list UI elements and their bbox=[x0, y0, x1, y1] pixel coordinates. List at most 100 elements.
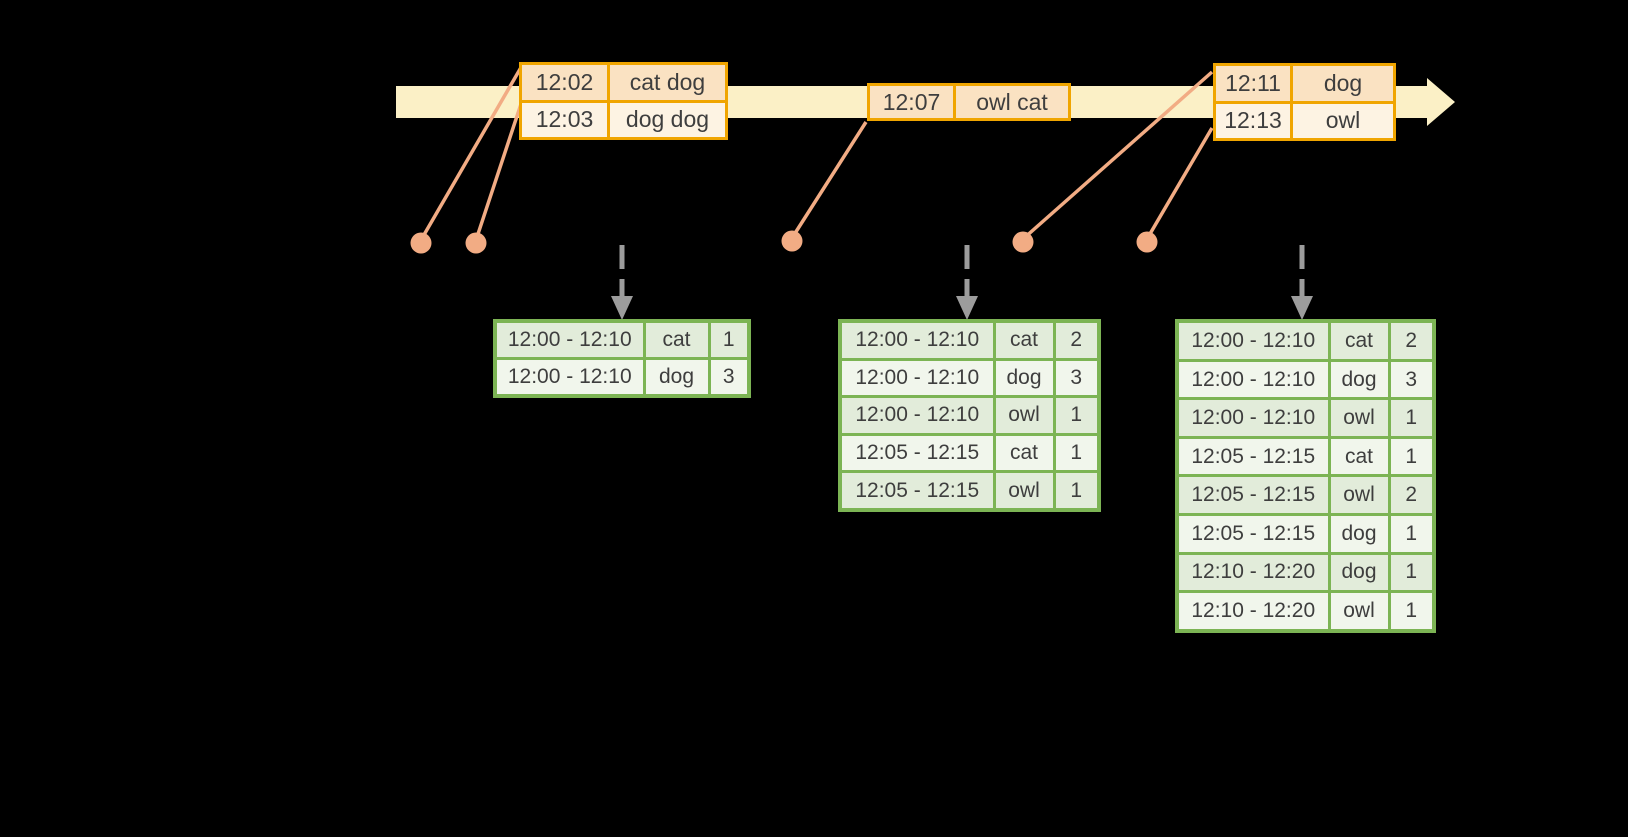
count-cell: 3 bbox=[1387, 358, 1436, 401]
word-cell: cat bbox=[642, 319, 711, 360]
event-time-cell: 12:03 bbox=[519, 99, 610, 140]
word-cell: dog bbox=[1327, 513, 1391, 555]
word-cell: cat bbox=[992, 319, 1056, 361]
count-cell: 1 bbox=[1387, 397, 1436, 439]
event-words-cell: owl bbox=[1290, 100, 1396, 141]
word-cell: dog bbox=[1327, 551, 1391, 594]
connector-line bbox=[1145, 127, 1214, 240]
event-dot bbox=[1136, 231, 1158, 253]
count-cell: 2 bbox=[1387, 319, 1436, 362]
event-dots bbox=[410, 230, 1158, 254]
count-cell: 1 bbox=[1052, 470, 1101, 512]
window-range-cell: 12:00 - 12:10 bbox=[838, 357, 996, 399]
connector-lines bbox=[419, 63, 1214, 241]
trigger-arrows bbox=[619, 245, 1305, 298]
window-range-cell: 12:00 - 12:10 bbox=[1175, 319, 1331, 362]
window-range-cell: 12:00 - 12:10 bbox=[493, 319, 646, 360]
word-cell: owl bbox=[992, 470, 1056, 512]
count-cell: 1 bbox=[1387, 551, 1436, 594]
count-cell: 2 bbox=[1387, 474, 1436, 517]
window-range-cell: 12:00 - 12:10 bbox=[1175, 397, 1331, 439]
word-cell: owl bbox=[1327, 474, 1391, 517]
event-words-cell: owl cat bbox=[953, 83, 1071, 121]
window-range-cell: 12:05 - 12:15 bbox=[1175, 435, 1331, 478]
count-cell: 1 bbox=[1387, 435, 1436, 478]
event-words-cell: cat dog bbox=[607, 62, 728, 103]
window-range-cell: 12:10 - 12:20 bbox=[1175, 590, 1331, 633]
window-range-cell: 12:00 - 12:10 bbox=[1175, 358, 1331, 401]
event-dot bbox=[465, 232, 487, 254]
arrow-down-icon bbox=[956, 296, 978, 320]
connector-line bbox=[474, 103, 523, 241]
count-cell: 1 bbox=[1387, 590, 1436, 633]
word-cell: dog bbox=[1327, 358, 1391, 401]
word-cell: dog bbox=[642, 357, 711, 398]
event-dot bbox=[410, 232, 432, 254]
event-words-cell: dog bbox=[1290, 63, 1396, 104]
event-words-cell: dog dog bbox=[607, 99, 728, 140]
count-cell: 1 bbox=[1052, 432, 1101, 474]
window-range-cell: 12:00 - 12:10 bbox=[838, 319, 996, 361]
count-cell: 1 bbox=[1052, 395, 1101, 436]
window-range-cell: 12:00 - 12:10 bbox=[493, 357, 646, 398]
window-range-cell: 12:00 - 12:10 bbox=[838, 395, 996, 436]
connector-line bbox=[790, 121, 868, 239]
word-cell: cat bbox=[1327, 319, 1391, 362]
count-cell: 1 bbox=[1387, 513, 1436, 555]
connector-line bbox=[419, 63, 525, 241]
count-cell: 1 bbox=[707, 319, 751, 360]
word-cell: owl bbox=[992, 395, 1056, 436]
arrow-down-icon bbox=[611, 296, 633, 320]
window-range-cell: 12:05 - 12:15 bbox=[1175, 513, 1331, 555]
count-cell: 3 bbox=[1052, 357, 1101, 399]
event-dot bbox=[1012, 231, 1034, 253]
connector-line bbox=[1021, 70, 1214, 241]
word-cell: cat bbox=[992, 432, 1056, 474]
event-time-cell: 12:07 bbox=[867, 83, 956, 121]
window-range-cell: 12:05 - 12:15 bbox=[1175, 474, 1331, 517]
word-cell: owl bbox=[1327, 397, 1391, 439]
timeline-arrowhead-icon bbox=[1427, 78, 1455, 126]
event-time-cell: 12:11 bbox=[1213, 63, 1293, 104]
window-range-cell: 12:10 - 12:20 bbox=[1175, 551, 1331, 594]
trigger-arrowheads bbox=[611, 296, 1313, 320]
window-range-cell: 12:05 - 12:15 bbox=[838, 470, 996, 512]
arrow-down-icon bbox=[1291, 296, 1313, 320]
word-cell: owl bbox=[1327, 590, 1391, 633]
count-cell: 2 bbox=[1052, 319, 1101, 361]
event-time-cell: 12:13 bbox=[1213, 100, 1293, 141]
word-cell: dog bbox=[992, 357, 1056, 399]
event-time-cell: 12:02 bbox=[519, 62, 610, 103]
